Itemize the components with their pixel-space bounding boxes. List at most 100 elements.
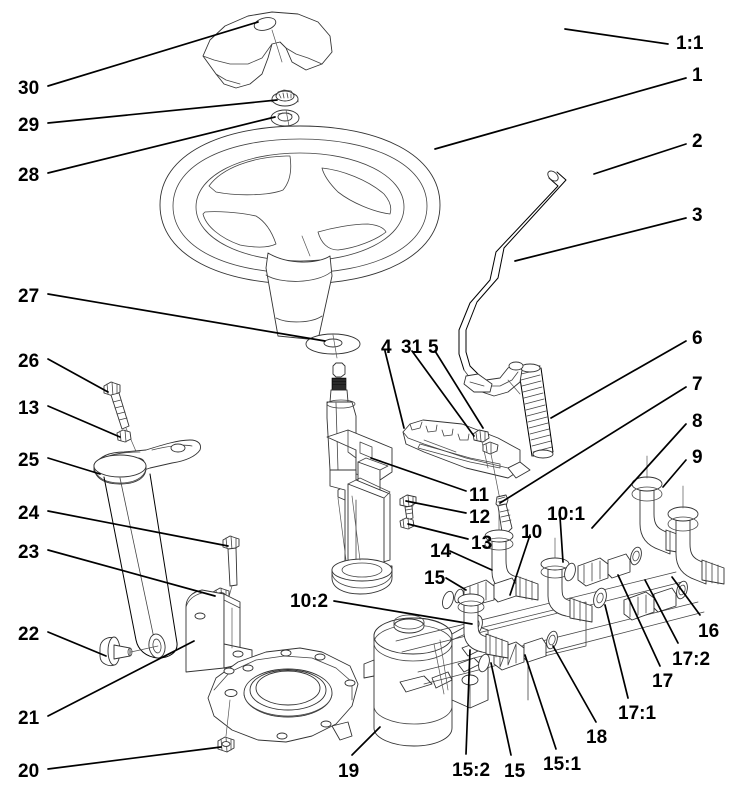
callout-label-4[interactable]: 4 (381, 337, 392, 358)
wheel-retaining-nut (271, 89, 299, 107)
leader-line-13 (407, 523, 469, 540)
steering-column-shaft (326, 362, 393, 595)
leader-line-7 (499, 386, 687, 504)
callout-label-13[interactable]: 13 (18, 398, 40, 419)
leader-line-29 (47, 99, 278, 124)
callout-label-5[interactable]: 5 (428, 337, 439, 358)
leader-line-1-1 (564, 28, 669, 45)
callout-label-1-1[interactable]: 1:1 (676, 33, 704, 54)
callout-label-15[interactable]: 15 (504, 761, 526, 782)
leader-line-20 (47, 746, 222, 770)
leader-line-19 (351, 726, 381, 756)
leader-line-12 (405, 500, 467, 514)
callout-label-17[interactable]: 17 (652, 671, 674, 692)
fastener-5 (482, 441, 501, 501)
leader-line-28 (47, 116, 276, 174)
callout-label-22[interactable]: 22 (18, 624, 40, 645)
callout-label-25[interactable]: 25 (18, 450, 40, 471)
fitting-15-left (442, 577, 517, 610)
callout-label-29[interactable]: 29 (18, 115, 40, 136)
leader-line-14 (449, 550, 493, 571)
callout-label-15-2[interactable]: 15:2 (452, 760, 491, 781)
callout-label-16[interactable]: 16 (698, 621, 720, 642)
callout-label-1[interactable]: 1 (692, 65, 703, 86)
leader-line-17 (617, 574, 661, 667)
leader-line-17-1 (604, 604, 629, 699)
leader-line-23 (47, 549, 216, 597)
leader-line-6 (550, 340, 687, 419)
leader-line-3 (514, 217, 687, 262)
wheel-center-cap (202, 11, 333, 89)
nut-13-center (399, 517, 415, 530)
washer-17-1 (593, 587, 607, 609)
nut-13-left (116, 429, 132, 443)
leader-line-10 (509, 534, 531, 596)
elbow-fitting-10-1 (540, 537, 593, 623)
leader-line-15-2 (465, 649, 471, 755)
callout-label-10-2[interactable]: 10:2 (290, 591, 329, 612)
column-washer-27 (305, 333, 361, 359)
leader-lines (47, 21, 701, 770)
leader-line-18 (552, 645, 597, 723)
hydraulic-rails (395, 571, 705, 701)
callout-label-17-1[interactable]: 17:1 (618, 703, 657, 724)
callout-label-30[interactable]: 30 (18, 78, 40, 99)
elbow-fitting-9 (667, 485, 725, 585)
leader-line-15 (445, 577, 467, 591)
callout-label-10[interactable]: 10 (521, 522, 543, 543)
callout-label-2[interactable]: 2 (692, 131, 703, 152)
steering-wheel (159, 125, 441, 341)
nut-20 (217, 699, 235, 753)
leader-line-30 (47, 21, 259, 87)
callout-label-6[interactable]: 6 (692, 328, 703, 349)
callout-label-19[interactable]: 19 (338, 761, 360, 782)
fitting-18-elbow (457, 593, 509, 659)
support-rod-21 (103, 473, 178, 659)
callout-label-26[interactable]: 26 (18, 351, 40, 372)
leader-line-15 (490, 662, 512, 756)
leader-line-24 (47, 510, 229, 547)
callout-label-3[interactable]: 3 (692, 205, 703, 226)
callout-label-7[interactable]: 7 (692, 374, 703, 395)
callout-label-15-1[interactable]: 15:1 (543, 754, 582, 775)
callout-label-23[interactable]: 23 (18, 542, 40, 563)
callout-label-15[interactable]: 15 (424, 568, 446, 589)
leader-line-1 (434, 77, 687, 150)
callout-label-28[interactable]: 28 (18, 165, 40, 186)
leader-line-8 (591, 423, 687, 529)
callout-label-31[interactable]: 31 (401, 337, 423, 358)
leader-line-2 (593, 143, 687, 175)
callout-label-9[interactable]: 9 (692, 447, 703, 468)
callout-label-24[interactable]: 24 (18, 503, 40, 524)
leader-line-27 (47, 293, 326, 342)
wheel-washer (270, 109, 300, 127)
mounting-plate (207, 647, 359, 743)
leader-line-25 (47, 457, 101, 475)
leader-line-21 (47, 640, 195, 717)
leader-line-13 (47, 405, 121, 438)
leader-line-10-1 (559, 516, 564, 563)
fitting-17-group (564, 546, 642, 587)
callout-label-10-1[interactable]: 10:1 (547, 504, 586, 525)
leader-line-17-2 (644, 579, 679, 644)
control-rod-lever (458, 170, 567, 397)
callout-label-21[interactable]: 21 (18, 708, 40, 729)
callout-label-8[interactable]: 8 (692, 411, 703, 432)
leader-line-5 (434, 350, 484, 429)
callout-label-12[interactable]: 12 (469, 507, 491, 528)
callout-label-18[interactable]: 18 (586, 727, 608, 748)
leader-line-31 (411, 350, 475, 437)
callout-label-17-2[interactable]: 17:2 (672, 649, 711, 670)
callout-label-27[interactable]: 27 (18, 286, 40, 307)
callout-label-13[interactable]: 13 (471, 533, 493, 554)
callout-label-11[interactable]: 11 (469, 485, 490, 506)
leader-line-9 (662, 459, 687, 488)
callout-label-14[interactable]: 14 (430, 541, 452, 562)
leader-line-11 (370, 457, 467, 492)
bolt-12 (399, 494, 417, 521)
knob-22 (99, 636, 159, 667)
callout-label-20[interactable]: 20 (18, 761, 40, 782)
leader-line-26 (47, 358, 109, 393)
